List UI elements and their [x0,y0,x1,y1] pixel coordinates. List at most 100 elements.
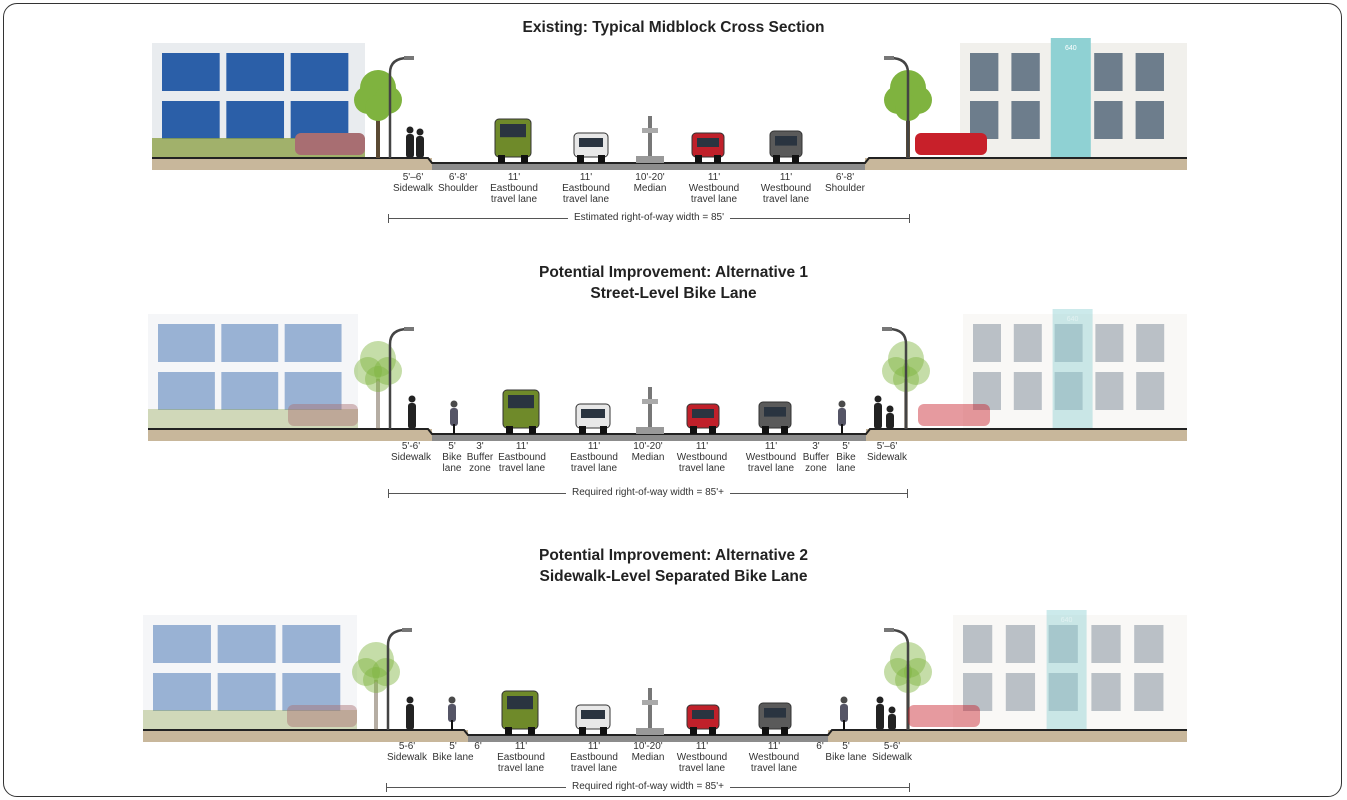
building-window [290,53,349,91]
pedestrian-icon [408,395,416,403]
dimension-label: 11'Westbound travel lane [674,741,730,774]
parked-car-right [908,705,980,727]
tree-canopy [360,341,396,377]
pedestrian-body [408,403,416,429]
streetlight-head [404,327,414,331]
building-window [162,101,220,139]
right-of-way-label: Required right-of-way width = 85'+ [566,781,730,792]
cyclist-icon [448,696,456,704]
segment-name: Eastbound travel lane [497,752,545,774]
dimension-label: 11'Westbound travel lane [758,172,814,205]
tree-canopy [884,658,912,686]
building-window [284,372,342,410]
landscaping [148,409,358,429]
sidewalk-right [828,730,910,742]
dimension-value: 11' [764,441,778,452]
gray-car-windshield [764,708,786,718]
dimension-value: 6'-8' [835,172,855,183]
alternative-2-cross-section-illustration: 640 [143,610,1187,742]
dimension-label: 6'-8'Shoulder [438,172,478,194]
truck-windshield [507,696,533,710]
dimension-label: 11'Eastbound travel lane [566,741,622,774]
cyclist-body [450,408,458,426]
segment-name: Buffer zone [802,452,830,474]
median-sign-post [648,688,652,728]
pedestrian-icon [406,696,414,704]
dimension-value: 11' [579,172,593,183]
tree-canopy [904,658,932,686]
gray-car-tire [792,155,799,163]
red-car-tire [690,727,697,735]
pedestrian-icon [888,706,896,714]
pedestrian-body [416,136,424,158]
segment-name: Westbound travel lane [745,452,797,474]
dimension-value: 11' [779,172,793,183]
segment-name: Eastbound travel lane [498,452,546,474]
truck-tire [529,426,536,434]
red-car-tire [709,727,716,735]
building-window [1011,101,1040,139]
landscaping [143,710,357,730]
office-building [953,615,1187,730]
white-car-tire [600,426,607,434]
roadway [432,163,865,170]
segment-name: Eastbound travel lane [562,183,610,205]
right-of-way-label: Required right-of-way width = 85'+ [566,487,730,498]
dimension-value: 6'-8' [448,172,468,183]
bike-wheel [843,720,845,730]
streetlight-head [884,56,894,60]
dimension-value: 5' [842,441,850,452]
truck-tire [506,426,513,434]
segment-name: Westbound travel lane [688,183,740,205]
building-window [1054,372,1083,410]
dimension-label: 6' [816,741,823,752]
building-entrance-tower [1052,309,1093,429]
segment-name: Bike lane [836,452,856,474]
segment-name: Bike lane [442,452,462,474]
red-car-tire [709,426,716,434]
diagram-frame [3,3,1342,797]
building-window [162,53,220,91]
tree-canopy [352,658,380,686]
tree-canopy [372,658,400,686]
alternative-1-cross-section-illustration: 640 [148,309,1187,441]
dimension-value: 10'-20' [633,441,663,452]
building-window [290,101,349,139]
dimension-label: 11'Westbound travel lane [743,441,799,474]
building-window [226,101,285,139]
tree-canopy [902,357,930,385]
segment-name: Eastbound travel lane [570,452,618,474]
sidewalk-right [866,429,908,441]
bike-wheel [453,424,455,434]
pedestrian-icon [406,126,414,134]
building-number: 640 [1067,316,1079,323]
streetlight-head [884,628,894,632]
segment-name: Shoulder [824,183,866,194]
pedestrian-icon [886,405,894,413]
bike-wheel [841,424,843,434]
truck-tire [528,727,535,735]
white-car-windshield [581,409,605,418]
median-sign [642,128,658,133]
building-window [970,53,999,91]
building-entrance-tower [1050,38,1091,158]
parked-car-right [915,133,987,155]
dimension-label: 6'-8'Shoulder [825,172,865,194]
building-window [963,625,993,663]
ground-left [148,429,388,441]
segment-name: Sidewalk [390,452,432,463]
building-window [1136,372,1165,410]
dimension-label: 5'-6'Sidewalk [391,441,431,463]
dimension-value: 10'-20' [633,741,663,752]
roadway [432,434,866,441]
cyclist-body [838,408,846,426]
segment-name: Median [631,752,665,763]
dimension-label: 11'Westbound travel lane [686,172,742,205]
building-number: 640 [1065,45,1077,52]
building-window [973,372,1001,410]
segment-name: Bike lane [432,752,474,763]
dimension-label: 11'Eastbound travel lane [566,441,622,474]
building-window [1135,53,1164,91]
building-window [973,324,1001,362]
dimension-label: 5'Bike lane [836,441,855,474]
